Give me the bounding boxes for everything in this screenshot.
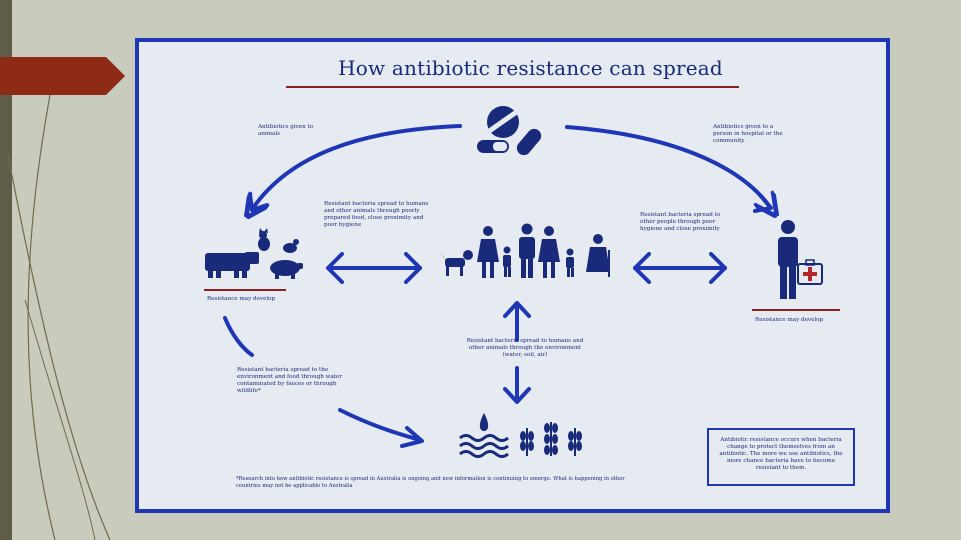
cat-icon: [258, 228, 270, 251]
definition-note: Antibiotic resistance occurs when bacter…: [707, 428, 855, 486]
footnote: *Research into how antibiotic resistance…: [236, 476, 625, 489]
arrow-to-environment: [338, 408, 422, 442]
label-community-source: Antibiotics given to a person in hospita…: [713, 124, 783, 144]
pills-icon: [477, 106, 542, 156]
title-underline: [286, 86, 739, 88]
wheat-icon: [520, 422, 582, 456]
arrow-to-person: [565, 125, 770, 207]
label-animal-resistance: Resistance may develop: [207, 296, 276, 302]
left-bar: [0, 0, 12, 540]
diagram-title: How antibiotic resistance can spread: [338, 56, 723, 80]
family-icon: [477, 223, 610, 278]
label-animals-source: Antibiotics given to animals: [258, 124, 314, 137]
label-water-spread: Resistant bacteria spread to the environ…: [237, 367, 343, 394]
cow-icon: [205, 252, 259, 278]
medical-kit-icon: [797, 259, 823, 285]
label-person-resistance: Resistance may develop: [755, 317, 824, 323]
person-resistance-rule: [752, 309, 840, 311]
title-accent-arrow: [0, 57, 125, 95]
chicken-icon: [283, 239, 299, 253]
arrow-to-animals: [253, 124, 462, 208]
dog-icon: [440, 250, 473, 276]
animal-resistance-rule: [204, 289, 286, 291]
label-person-to-person: Resistant bacteria spread to other peopl…: [640, 212, 721, 232]
patient-icon: [778, 220, 798, 299]
arrow-animals-down: [223, 316, 254, 357]
label-environment-spread: Resistant bacteria spread to humans and …: [466, 338, 584, 358]
label-animals-to-humans: Resistant bacteria spread to humans and …: [324, 201, 429, 228]
water-icon: [459, 413, 509, 458]
pig-icon: [270, 260, 303, 279]
